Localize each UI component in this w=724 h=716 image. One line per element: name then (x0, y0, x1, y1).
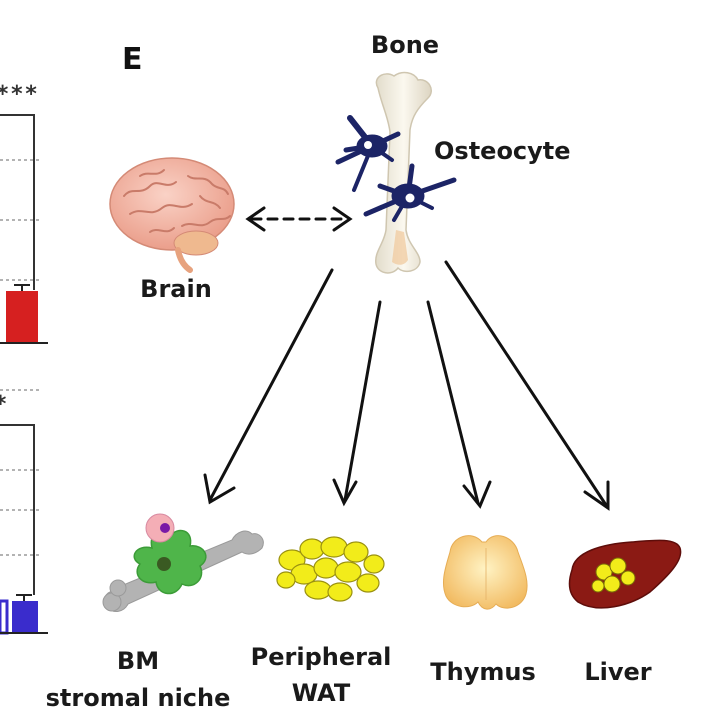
osteocyte-icon (363, 163, 457, 222)
arrowhead (583, 480, 610, 511)
brain-label: Brain (140, 275, 212, 303)
thymus-label: Thymus (430, 658, 536, 686)
arrowhead (203, 473, 236, 505)
osteocyte-icon (335, 115, 401, 192)
liver-label: Liver (584, 658, 652, 686)
bm-label-line2: stromal niche (45, 684, 231, 712)
wat-label-line2: WAT (291, 679, 351, 707)
brain-icon (109, 157, 235, 273)
bm-stromal-niche-icon (102, 513, 264, 612)
arrow-to-bm-niche (208, 268, 334, 502)
brain-bone-crosstalk-arrow (245, 206, 353, 232)
thymus-icon (443, 535, 528, 610)
wat-label-line1: Peripheral (250, 643, 392, 671)
panel-letter: E (122, 42, 143, 77)
cropped-chart-top (0, 114, 48, 344)
significance-bracket-bottom (0, 424, 35, 595)
bar-red (6, 291, 38, 343)
peripheral-wat-icon (276, 536, 385, 602)
bar-blue (12, 601, 38, 633)
bm-label-line1: BM (116, 647, 160, 675)
arrow-to-thymus (426, 300, 480, 505)
cropped-chart-bottom (0, 389, 48, 635)
significance-bracket-top (0, 114, 35, 290)
bone-label: Bone (370, 31, 440, 59)
arrowhead (332, 478, 358, 507)
liver-icon (568, 539, 682, 609)
bone-illustration (375, 71, 432, 274)
signal-arrows (203, 260, 610, 511)
arrow-to-liver (444, 260, 608, 507)
osteocyte-label: Osteocyte (434, 137, 571, 165)
bar-blue-outline (0, 599, 9, 635)
significance-marker-top: *** (0, 82, 39, 107)
arrowhead (462, 480, 492, 509)
bone-marrow-end (392, 230, 408, 265)
significance-marker-bottom: * (0, 392, 7, 417)
arrow-to-wat (343, 300, 382, 502)
